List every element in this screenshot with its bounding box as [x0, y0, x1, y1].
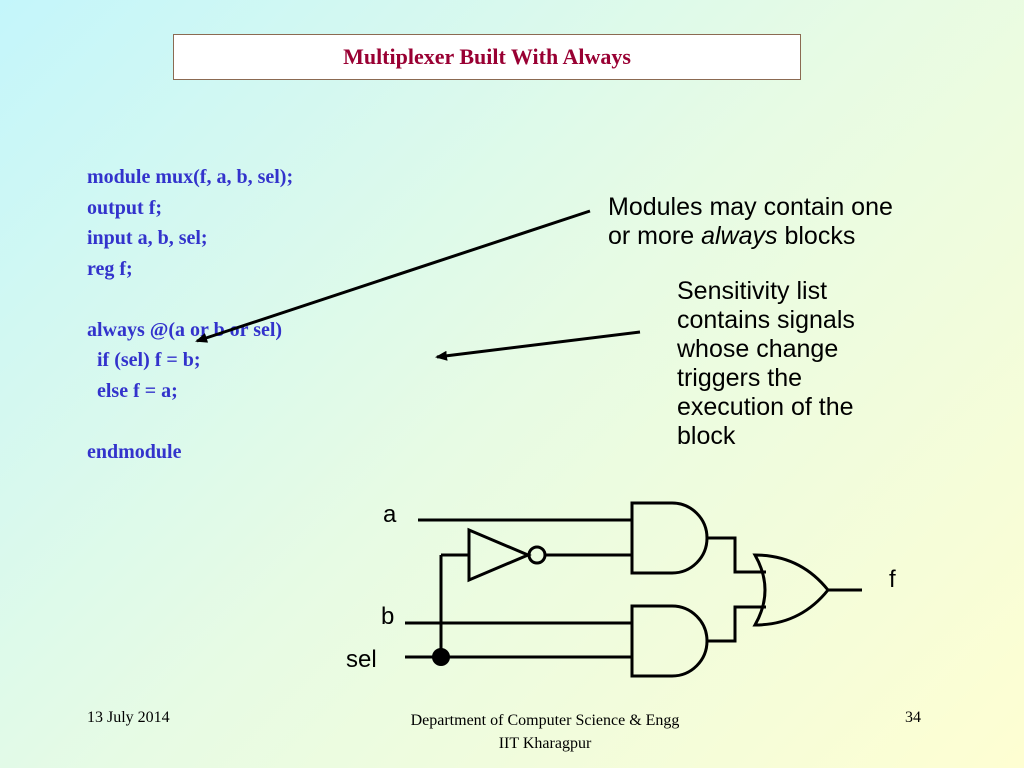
note-sensitivity-list: Sensitivity list contains signals whose …	[677, 277, 967, 451]
note-line: execution of the	[677, 393, 854, 421]
label-input-a: a	[383, 501, 397, 528]
arrow-to-always	[195, 209, 591, 343]
slide-title-box: Multiplexer Built With Always	[173, 34, 801, 80]
code-line: module mux(f, a, b, sel);	[87, 166, 294, 188]
note-text: or more	[608, 222, 702, 250]
arrow-to-sensitivity-list	[435, 330, 641, 361]
mux-circuit	[405, 501, 862, 678]
note-text: blocks	[777, 222, 856, 250]
footer-date: 13 July 2014	[87, 709, 170, 726]
note-line: block	[677, 422, 736, 450]
note-line: triggers the	[677, 364, 803, 392]
footer-dept-line: IIT Kharagpur	[498, 735, 592, 752]
wire-and-bottom-out	[707, 605, 766, 643]
footer-department: Department of Computer Science & Engg II…	[350, 709, 740, 755]
note-line: whose change	[677, 335, 839, 363]
code-line: endmodule	[87, 440, 182, 463]
footer-dept-line: Department of Computer Science & Engg	[410, 712, 680, 729]
wire-and-top-out	[707, 536, 766, 574]
verilog-code-block: module mux(f, a, b, sel); output f; inpu…	[87, 162, 293, 467]
note-modules-always: Modules may contain one or more always b…	[608, 193, 988, 251]
slide-title: Multiplexer Built With Always	[343, 44, 631, 69]
junction-dot	[432, 648, 450, 666]
footer-page-number: 34	[905, 709, 921, 726]
code-line: if (sel) f = b;	[87, 349, 201, 371]
note-line: contains signals	[677, 306, 855, 334]
label-input-sel: sel	[346, 646, 377, 673]
label-input-b: b	[381, 603, 395, 630]
code-line: else f = a;	[87, 379, 178, 402]
note-line: Modules may contain one	[608, 193, 893, 221]
code-line: input a, b, sel;	[87, 227, 208, 249]
label-output-f: f	[889, 566, 896, 593]
inverter-gate	[467, 527, 532, 583]
note-italic-keyword: always	[701, 222, 778, 250]
and-gate-bottom	[630, 604, 709, 678]
note-line: or more always blocks	[608, 222, 988, 251]
or-gate	[752, 553, 830, 627]
code-line: always @(a or b or sel)	[87, 318, 283, 341]
code-line: reg f;	[87, 257, 133, 280]
code-line: output f;	[87, 196, 163, 219]
and-gate-top	[630, 501, 709, 575]
note-line: Sensitivity list	[677, 277, 828, 305]
